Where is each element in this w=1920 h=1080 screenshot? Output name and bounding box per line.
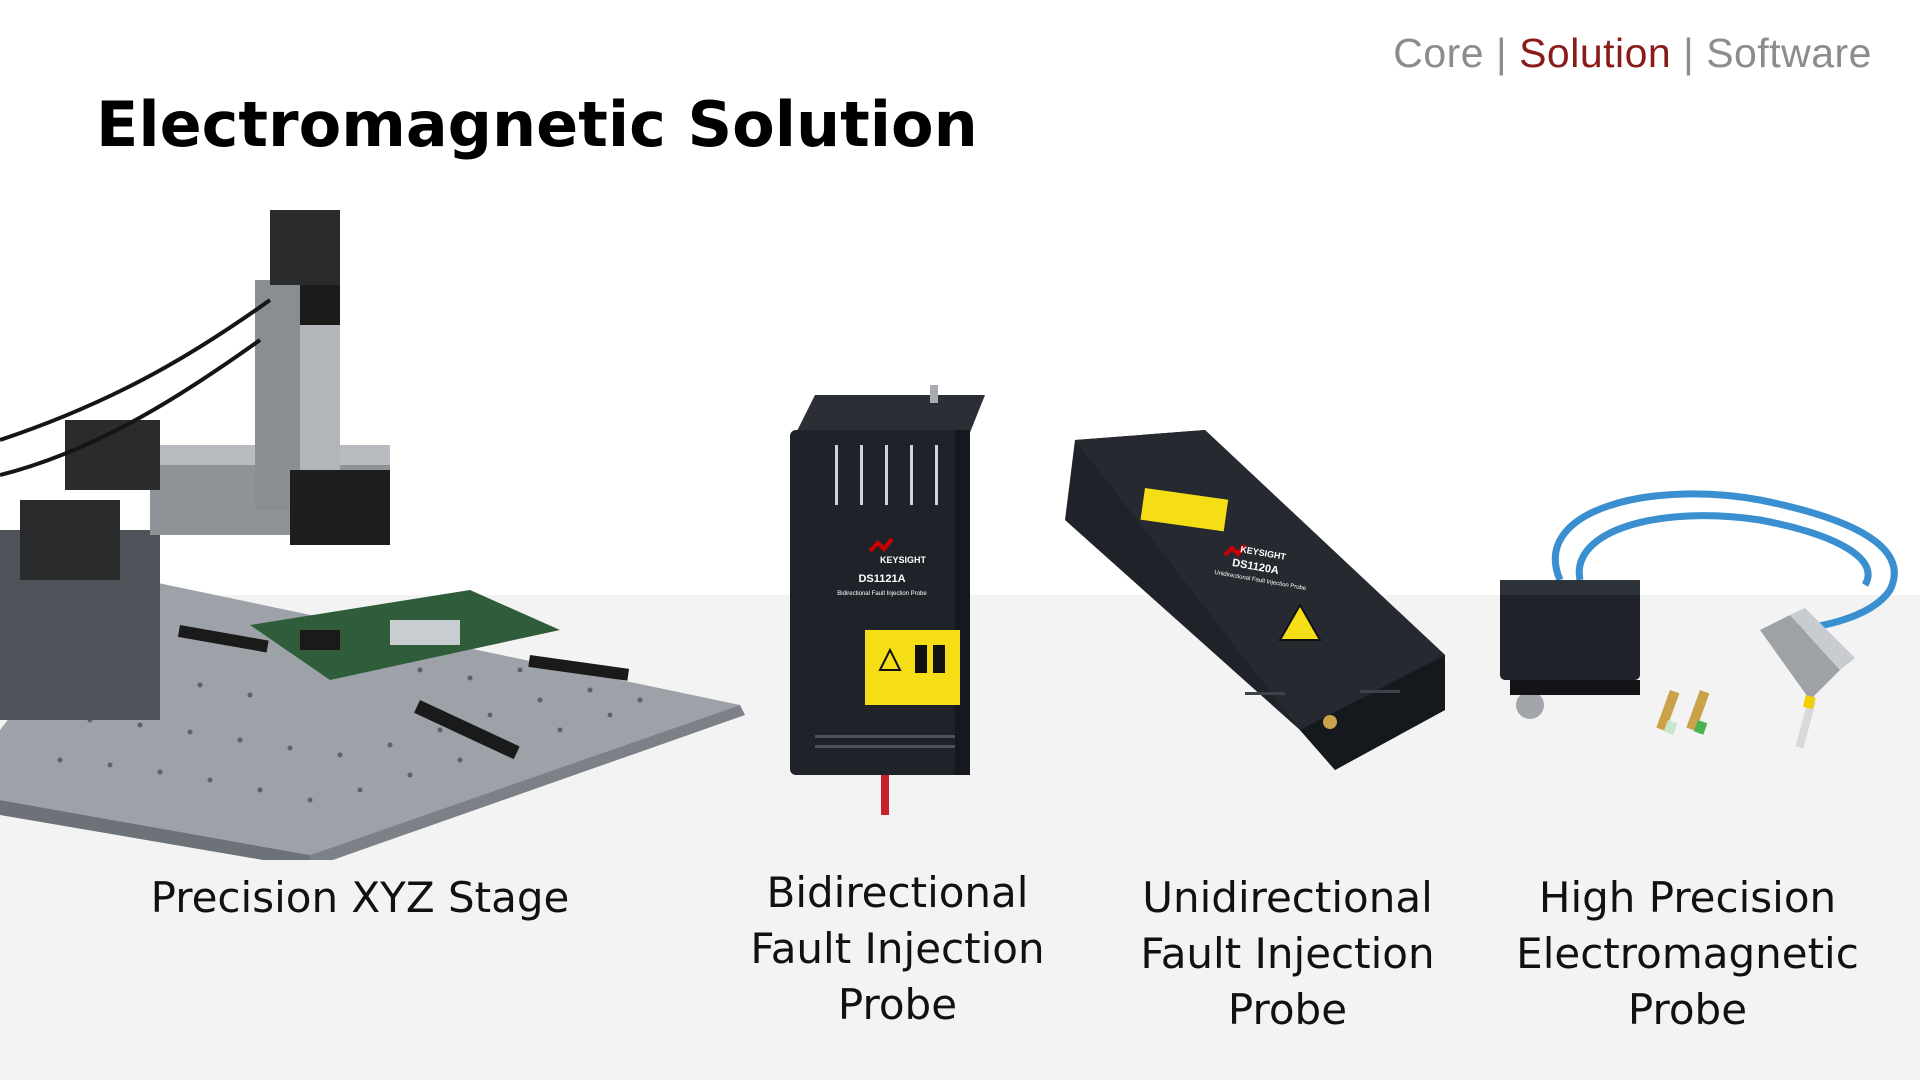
- unidirectional-probe-image: KEYSIGHT DS1120A Unidirectional Fault In…: [1065, 430, 1445, 770]
- nav-item-software[interactable]: Software: [1706, 30, 1872, 76]
- caption-em-probe: High Precision Electromagnetic Probe: [1516, 873, 1859, 1034]
- model-label: DS1121A: [858, 573, 905, 585]
- caption-xyz-stage: Precision XYZ Stage: [150, 873, 570, 922]
- caption-unidirectional-probe: Unidirectional Fault Injection Probe: [1140, 873, 1435, 1034]
- brand-label: KEYSIGHT: [880, 555, 927, 565]
- top-nav: Core | Solution | Software: [1393, 30, 1872, 77]
- nav-separator: |: [1496, 30, 1520, 76]
- xyz-stage-image: [0, 210, 745, 860]
- em-probe-image: [1500, 490, 1898, 749]
- bidirectional-probe-image: KEYSIGHT DS1121A Bidirectional Fault Inj…: [790, 385, 985, 815]
- warning-label-icon: [1140, 488, 1229, 532]
- nav-item-solution[interactable]: Solution: [1519, 30, 1672, 76]
- keysight-logo-icon: [868, 537, 894, 553]
- nav-separator: |: [1683, 30, 1707, 76]
- keysight-logo-icon: [1223, 543, 1247, 558]
- model-subtitle: Bidirectional Fault Injection Probe: [837, 591, 927, 597]
- page-title: Electromagnetic Solution: [96, 88, 978, 161]
- warning-label-icon: [865, 630, 960, 705]
- caption-bidirectional-probe: Bidirectional Fault Injection Probe: [750, 868, 1045, 1029]
- nav-item-core[interactable]: Core: [1393, 30, 1485, 76]
